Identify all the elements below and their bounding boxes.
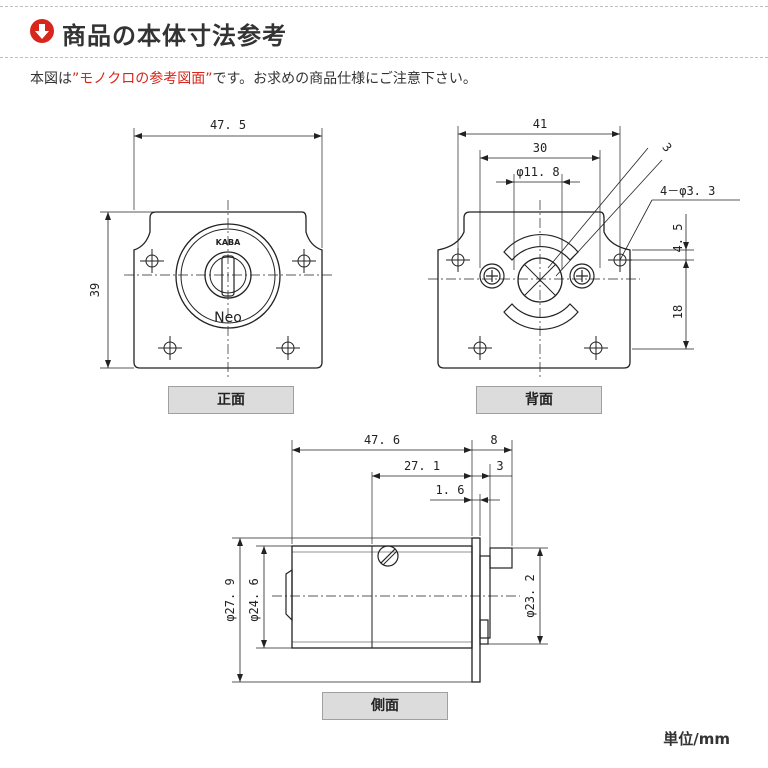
- notice-highlight: ”モノクロの参考図面”: [72, 71, 213, 87]
- header-divider-bottom: [0, 57, 768, 58]
- page-title: 商品の本体寸法参考: [62, 22, 287, 50]
- back-dim-inner: 30: [533, 141, 547, 155]
- side-dim-body: 27. 1: [404, 459, 440, 473]
- front-view: [100, 128, 332, 378]
- notice-text: 本図は”モノクロの参考図面”です。お求めの商品仕様にご注意下さい。: [30, 68, 477, 88]
- unit-label: 単位/mm: [663, 730, 730, 748]
- back-view-label: 背面: [476, 386, 602, 414]
- side-dim-shaft-dia: φ23. 2: [523, 574, 537, 617]
- back-dim-dia: φ11. 8: [516, 165, 559, 179]
- back-dim-offset: 4. 5: [671, 224, 685, 253]
- front-model-text: Neo: [214, 310, 242, 326]
- side-tail-bottom: [479, 619, 489, 645]
- side-dim-flange: 1. 6: [436, 483, 465, 497]
- back-dim-vertical: 18: [671, 305, 685, 319]
- side-set-screw: [377, 545, 399, 567]
- back-arc-bottom: [503, 303, 579, 330]
- back-arc-top: [503, 234, 579, 261]
- side-flange: [471, 537, 481, 683]
- down-arrow-circle-icon: [30, 19, 54, 43]
- front-view-label: 正面: [168, 386, 294, 414]
- side-dim-inner-dia: φ24. 6: [247, 578, 261, 621]
- front-dim-width: 47. 5: [210, 118, 246, 132]
- side-dim-tail: 8: [490, 433, 497, 447]
- notice-after: です。お求めの商品仕様にご注意下さい。: [212, 71, 477, 87]
- side-tail-top: [489, 547, 513, 569]
- section-header: 商品の本体寸法参考: [0, 0, 768, 62]
- back-dim-width: 41: [533, 117, 547, 131]
- side-view-label: 側面: [322, 692, 448, 720]
- side-dim-outer-dia: φ27. 9: [223, 578, 237, 621]
- back-screws: [479, 263, 595, 289]
- back-body-outline: [437, 211, 631, 369]
- back-view: [428, 126, 740, 378]
- back-dim-holes: 4－φ3. 3: [660, 184, 715, 198]
- front-brand-text: KABA: [216, 238, 241, 247]
- side-dim-step: 3: [496, 459, 503, 473]
- front-mounting-holes: [140, 249, 316, 360]
- notice-before: 本図は: [30, 71, 72, 87]
- back-dim-slot: 3: [659, 140, 674, 155]
- back-mounting-holes: [446, 248, 632, 360]
- side-view: [232, 440, 548, 683]
- front-dim-height: 39: [88, 283, 102, 297]
- side-dim-total: 47. 6: [364, 433, 400, 447]
- side-knob: [285, 568, 293, 622]
- header-divider-top: [0, 6, 768, 7]
- side-rear-step: [479, 555, 491, 639]
